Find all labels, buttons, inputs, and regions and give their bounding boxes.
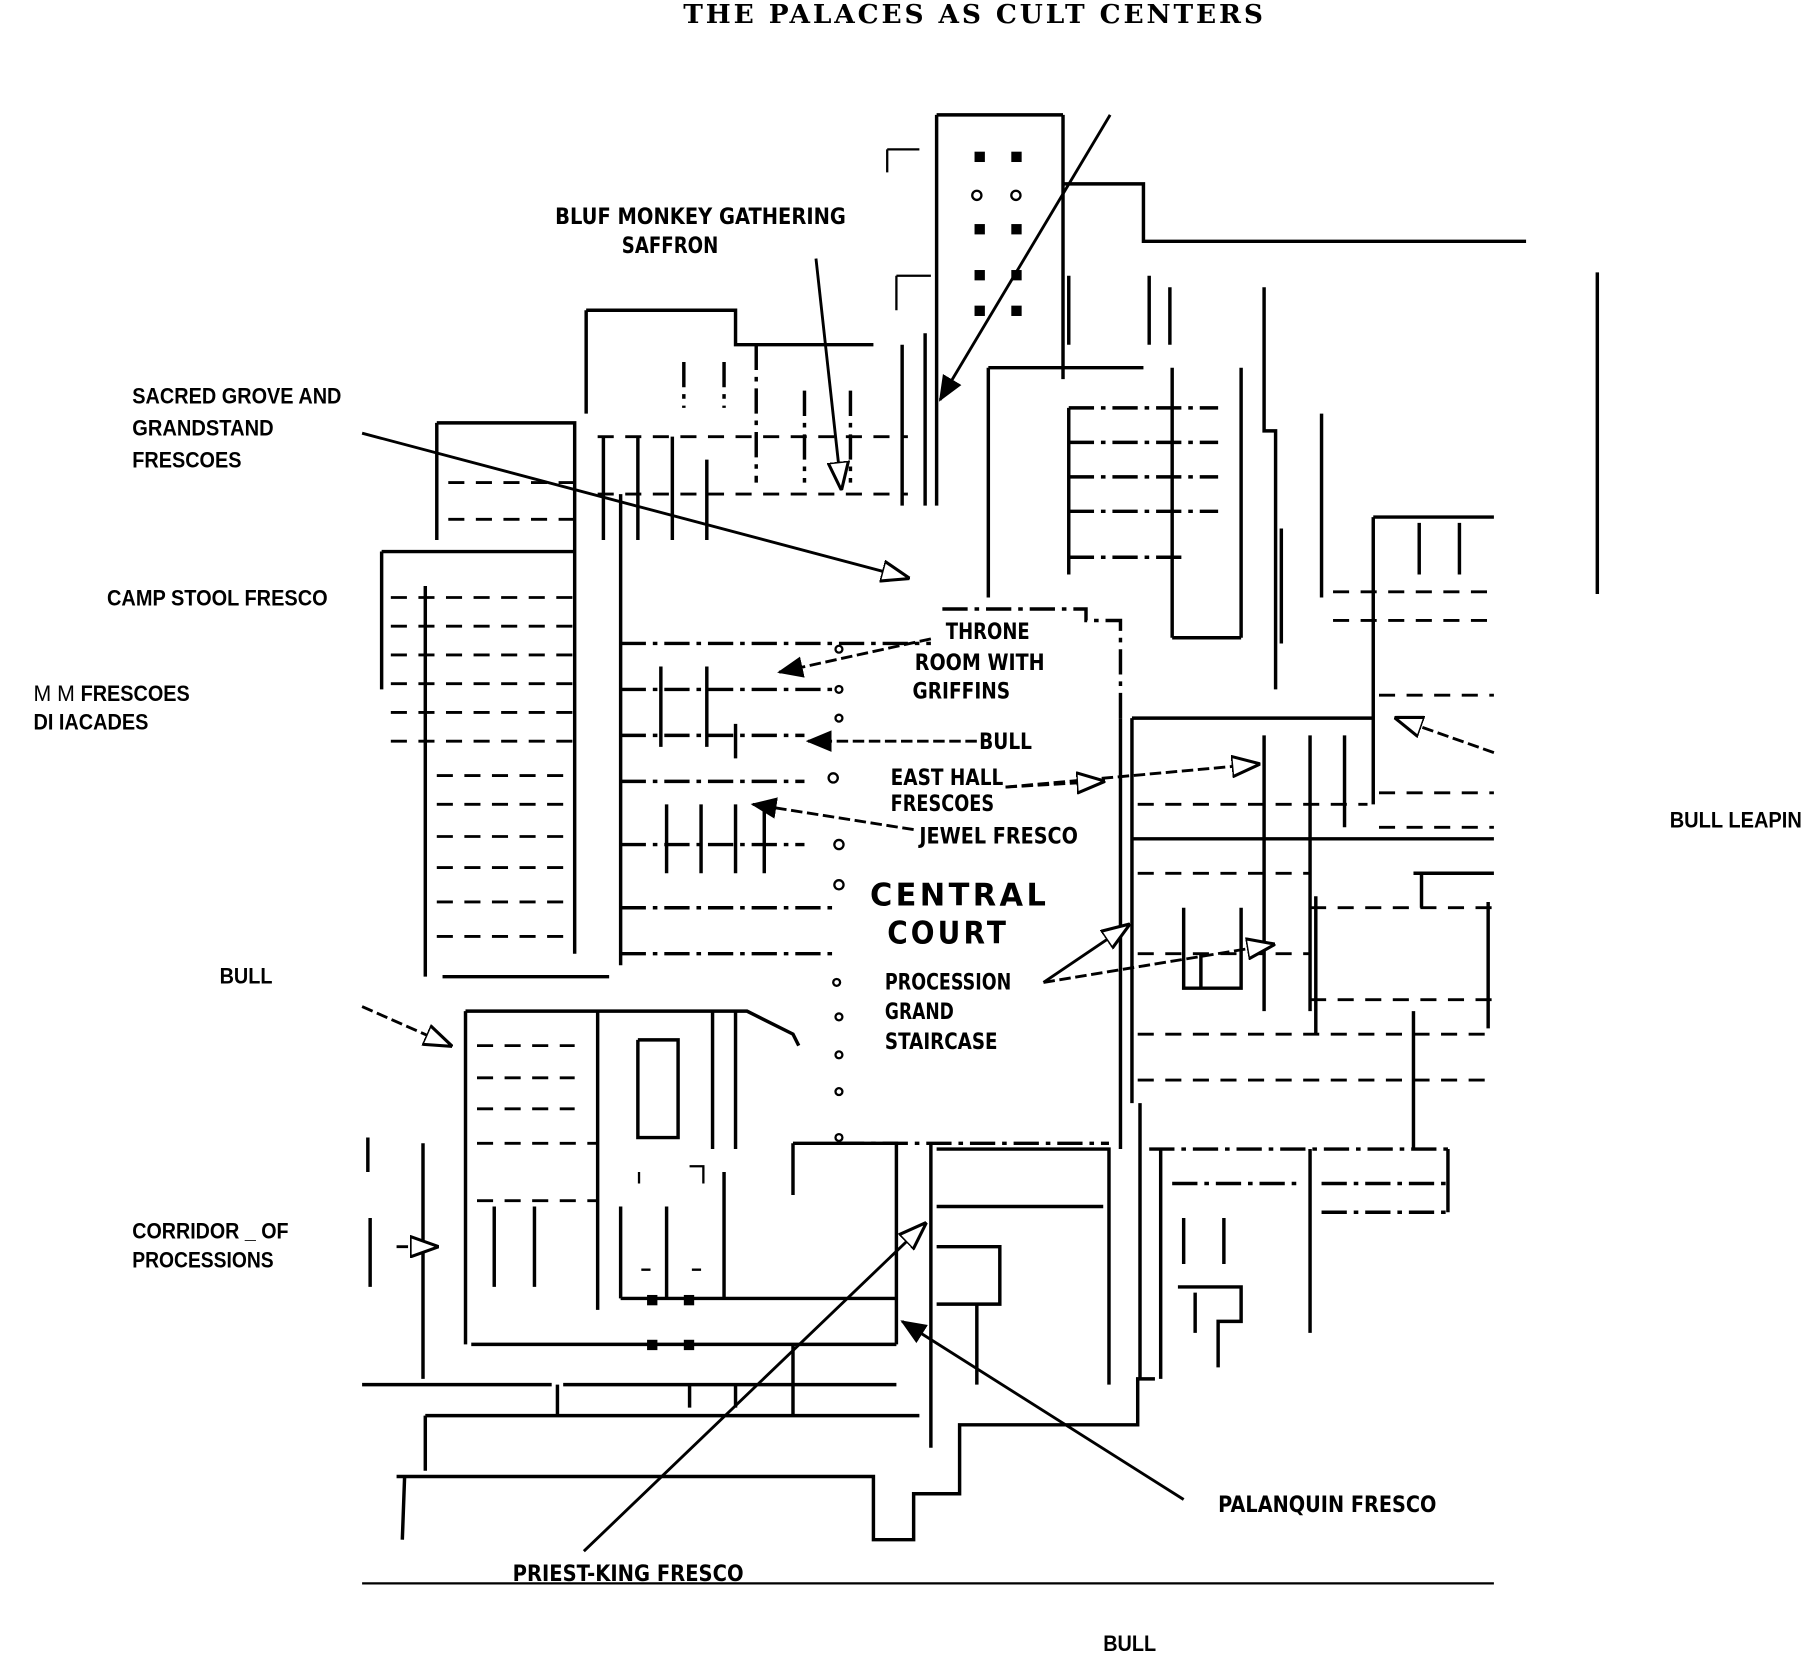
label-blue-monkey-2: SAFFRON bbox=[622, 234, 719, 259]
label-throne-room-3: GRIFFINS bbox=[912, 680, 1010, 705]
label-sacred-grove-3: FRESCOES bbox=[132, 448, 241, 473]
arrow-jewel bbox=[750, 797, 914, 832]
label-bull-west: BULL bbox=[220, 964, 273, 989]
label-mm-frescoes: FRESCOES bbox=[81, 681, 190, 706]
arrow-east-hall-2 bbox=[1005, 781, 1104, 787]
label-camp-stool: CAMP STOOL FRESCO bbox=[107, 586, 328, 611]
arrow-palanquin bbox=[900, 1320, 1185, 1501]
label-corridor-1: CORRIDOR _ OF bbox=[132, 1219, 288, 1244]
label-procession-3: STAIRCASE bbox=[885, 1030, 998, 1055]
arrow-blue-monkey bbox=[814, 258, 841, 489]
label-mm-prefix: M M bbox=[33, 681, 74, 706]
arrow-north bbox=[938, 114, 1112, 402]
arrow-procession-1 bbox=[1042, 925, 1128, 984]
label-east-hall-1: EAST HALL bbox=[891, 766, 1004, 791]
label-blue-monkey-1: BLUF MONKEY GATHERING bbox=[555, 205, 846, 230]
labels: BLUF MONKEY GATHERING SAFFRON SACRED GRO… bbox=[33, 205, 1801, 1656]
label-corridor-2: PROCESSIONS bbox=[132, 1247, 273, 1272]
arrows bbox=[361, 114, 1495, 1553]
floor-plan bbox=[362, 113, 1600, 1585]
label-bull-center: BULL bbox=[979, 730, 1032, 755]
label-throne-room-2: ROOM WITH bbox=[915, 651, 1045, 676]
central-court-label-1: CENTRAL bbox=[870, 877, 1049, 913]
arrow-bull-leaping bbox=[1396, 718, 1495, 754]
label-east-hall-2: FRESCOES bbox=[891, 792, 994, 817]
arrow-bull-west bbox=[361, 1005, 450, 1046]
label-diacades: DI IACADES bbox=[33, 710, 148, 735]
label-procession-2: GRAND bbox=[885, 1000, 954, 1025]
label-priest-king: PRIEST-KING FRESCO bbox=[513, 1562, 744, 1587]
label-jewel-fresco: JEWEL FRESCO bbox=[918, 824, 1078, 849]
arrow-throne-room bbox=[777, 637, 932, 678]
arrow-procession-2 bbox=[1043, 945, 1273, 984]
label-bull-leaping: BULL LEAPIN bbox=[1670, 807, 1802, 832]
central-court-label-2: COURT bbox=[887, 915, 1009, 951]
running-head: THE PALACES AS CULT CENTERS bbox=[683, 0, 1266, 30]
label-palanquin: PALANQUIN FRESCO bbox=[1218, 1493, 1436, 1518]
arrow-sacred-grove bbox=[361, 431, 908, 578]
label-procession-1: PROCESSION bbox=[885, 970, 1011, 995]
arrow-priest-king bbox=[582, 1224, 925, 1553]
label-throne-room-1: THRONE bbox=[946, 620, 1030, 645]
label-bull-south: BULL bbox=[1103, 1631, 1156, 1656]
label-sacred-grove-1: SACRED GROVE AND bbox=[132, 383, 341, 408]
label-sacred-grove-2: GRANDSTAND bbox=[132, 415, 273, 440]
